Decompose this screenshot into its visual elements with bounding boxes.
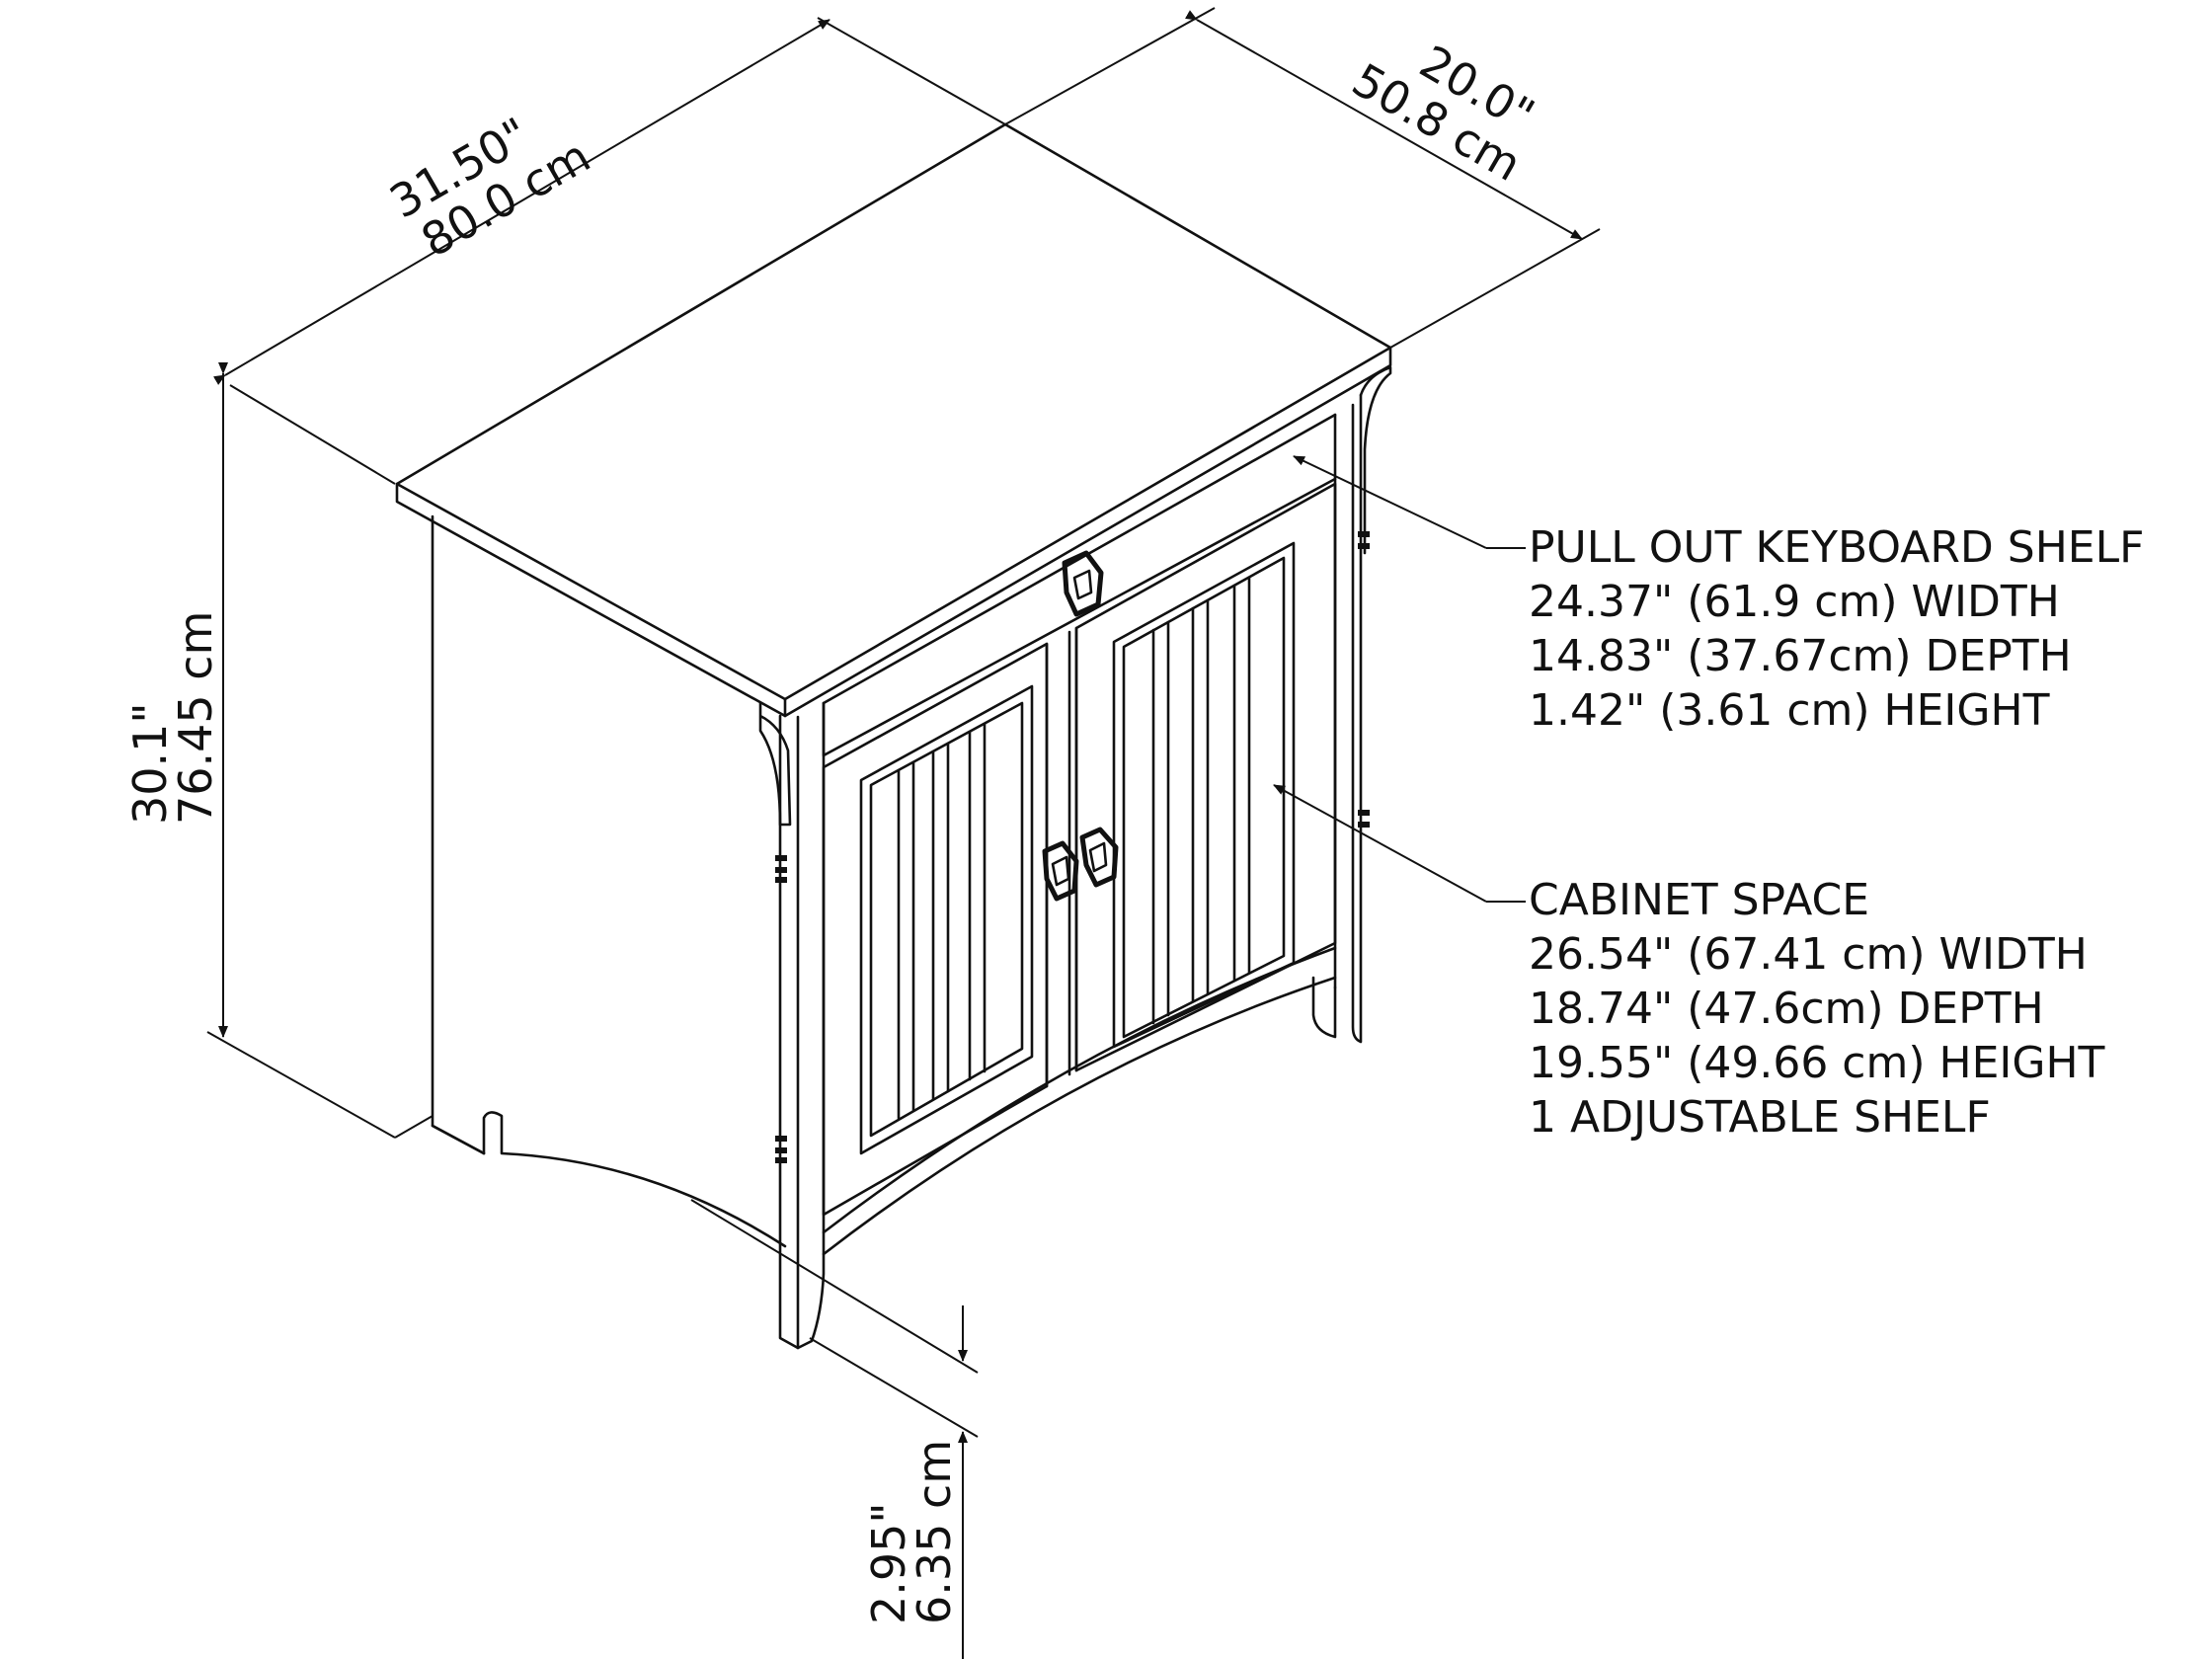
height-metric-text: 76.45 cm: [169, 611, 222, 825]
leg-clearance-imperial-text: 2.95": [862, 1502, 915, 1624]
keyboard-shelf-callout: PULL OUT KEYBOARD SHELF 24.37" (61.9 cm)…: [1529, 520, 2144, 738]
depth-dimension: [1004, 7, 1601, 349]
cabinet-space-title: CABINET SPACE: [1529, 875, 1870, 925]
keyboard-shelf-leader: [1293, 455, 1526, 549]
door-handle-right: [1079, 827, 1119, 888]
height-dimension-label: 30.1" 76.45 cm: [123, 611, 222, 825]
keyboard-shelf-depth: 14.83" (37.67cm) DEPTH: [1529, 631, 2072, 681]
height-imperial-text: 30.1": [123, 702, 177, 825]
cabinet-space-callout: CABINET SPACE 26.54" (67.41 cm) WIDTH 18…: [1529, 873, 2104, 1145]
cabinet-side-panel: [431, 514, 792, 1248]
leg-clearance-dimension: [690, 1199, 979, 1659]
keyboard-shelf-width: 24.37" (61.9 cm) WIDTH: [1529, 577, 2060, 627]
keyboard-shelf-title: PULL OUT KEYBOARD SHELF: [1529, 522, 2145, 573]
leg-clearance-metric-text: 6.35 cm: [908, 1440, 961, 1624]
width-dimension-label: 31.50" 80.0 cm: [381, 107, 599, 267]
right-door: [1074, 482, 1337, 1072]
cabinet-space-height: 19.55" (49.66 cm) HEIGHT: [1529, 1038, 2105, 1088]
cabinet-space-shelf: 1 ADJUSTABLE SHELF: [1529, 1092, 1991, 1143]
cabinet-space-depth: 18.74" (47.6cm) DEPTH: [1529, 984, 2044, 1034]
width-dimension: [212, 17, 1006, 485]
cabinet-top: [395, 122, 1392, 718]
door-handle-left: [1042, 840, 1079, 902]
cabinet-space-leader: [1273, 784, 1526, 903]
keyboard-shelf-height: 1.42" (3.61 cm) HEIGHT: [1529, 685, 2050, 736]
height-dimension: [206, 362, 434, 1139]
shelf-handle: [1062, 550, 1104, 617]
left-door: [822, 642, 1049, 1217]
cabinet-space-width: 26.54" (67.41 cm) WIDTH: [1529, 929, 2088, 980]
leg-clearance-label: 2.95" 6.35 cm: [862, 1440, 961, 1624]
